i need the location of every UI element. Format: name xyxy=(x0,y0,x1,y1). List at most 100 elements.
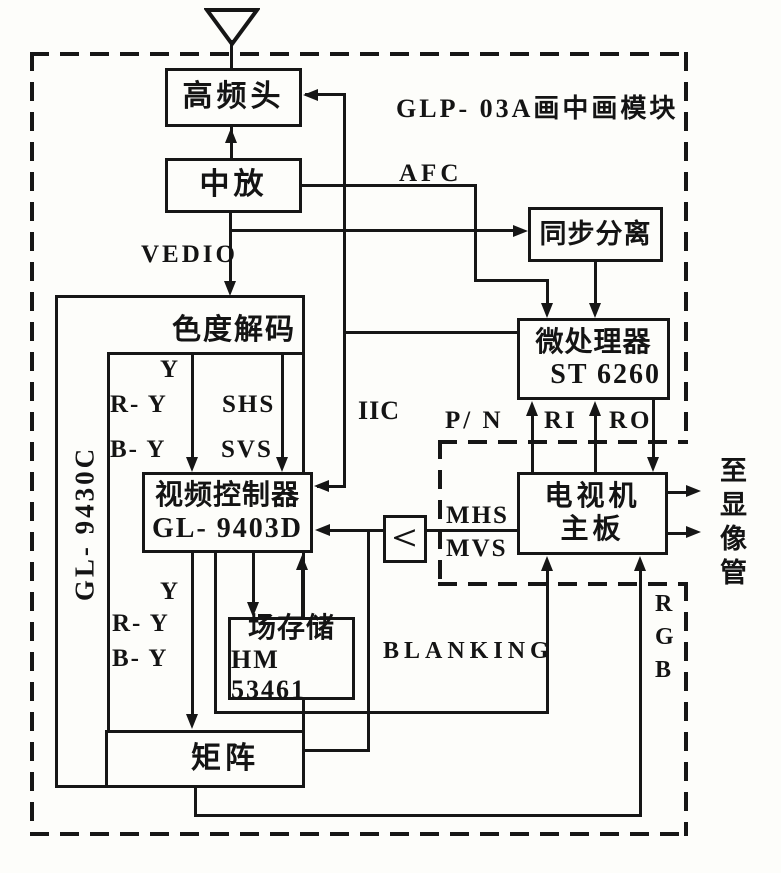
by-bottom-label: B- Y xyxy=(112,645,169,672)
arrow-rgb-into-main xyxy=(634,556,646,571)
video-controller-label: 视频控制器 xyxy=(154,480,300,512)
module-border-bottom xyxy=(30,832,688,836)
g-label: G xyxy=(655,624,674,650)
comparator-symbol: < xyxy=(392,519,418,558)
arrow-iic-into-vctrl xyxy=(314,480,329,492)
wire-branch-368 xyxy=(367,530,370,752)
r-label: R xyxy=(655,591,673,617)
tv-mainboard-label-line1: 电视机 xyxy=(544,481,641,513)
y-top-label: Y xyxy=(160,356,179,383)
wire-blanking-up xyxy=(546,568,549,714)
arrow-yuv-into-matrix xyxy=(186,714,198,729)
wire-yuv-top xyxy=(191,352,194,460)
wire-fb-to-tuner xyxy=(305,93,346,96)
tv-mainboard-label-line2: 主板 xyxy=(560,513,625,545)
arrow-yuv-into-vctrl xyxy=(186,457,198,472)
to-crt-label: 至显像管 xyxy=(716,456,746,592)
arrow-blanking-into-main xyxy=(541,556,553,571)
field-memory-part-number: HM 53461 xyxy=(231,644,306,704)
tv-mainboard-block: 电视机 主板 xyxy=(517,472,668,555)
y-bottom-label: Y xyxy=(160,578,179,605)
video-controller-block: 视频控制器 GL- 9403D xyxy=(142,472,313,553)
wire-matrix-down xyxy=(194,785,197,816)
arrow-crt-out2 xyxy=(686,526,701,538)
sync-separator-block: 同步分离 xyxy=(528,207,663,262)
wire-afc-down xyxy=(474,185,477,282)
wire-iic-to-micro xyxy=(344,331,517,334)
wire-crt-out1 xyxy=(668,491,688,494)
wire-antenna-stem xyxy=(230,40,233,70)
matrix-label: 矩阵 xyxy=(191,741,259,775)
tuner-block: 高频头 xyxy=(165,68,302,127)
wire-crt-out2 xyxy=(668,532,688,535)
arrow-vedio-into-chroma xyxy=(224,281,236,296)
shs-label: SHS xyxy=(222,391,276,418)
by-top-label: B- Y xyxy=(110,436,167,463)
comparator-block: < xyxy=(383,515,427,563)
field-memory-label: 场存储 xyxy=(247,612,335,644)
wire-fieldmem-to-vctrl xyxy=(301,566,304,617)
wire-main-to-cmp xyxy=(427,529,519,532)
if-amp-label: 中放 xyxy=(199,168,268,202)
mvs-label: MVS xyxy=(446,535,508,562)
field-memory-block: 场存储 HM 53461 xyxy=(228,613,355,704)
wire-afc xyxy=(300,184,477,187)
b-label: B xyxy=(655,657,672,683)
arrow-into-fieldmem xyxy=(247,602,259,617)
vedio-label: VEDIO xyxy=(141,241,238,268)
wire-shs-svs xyxy=(281,352,284,460)
matrix-block: 矩阵 xyxy=(105,730,305,788)
wire-matrix-link xyxy=(303,749,370,752)
arrow-svs-into-vctrl xyxy=(276,457,288,472)
wire-ri-up xyxy=(594,413,597,472)
arrow-into-tuner-right xyxy=(303,89,318,101)
diagram-title: GLP- 03A画中画模块 xyxy=(396,94,679,123)
module-notch-top xyxy=(438,440,688,444)
wire-vctrl-to-fieldmem xyxy=(252,553,255,605)
microprocessor-part-number: ST 6260 xyxy=(550,359,661,390)
arrow-fieldmem-into-vctrl xyxy=(296,555,308,570)
arrow-sync-into-micro xyxy=(589,303,601,318)
iic-label: IIC xyxy=(358,396,401,425)
wire-sync-to-micro xyxy=(594,262,597,306)
arrow-into-tuner-bottom xyxy=(225,128,237,143)
arrow-afc-into-micro xyxy=(541,303,553,318)
antenna-icon xyxy=(204,8,260,47)
arrow-ri-into-micro xyxy=(589,401,601,416)
mhs-label: MHS xyxy=(446,502,509,529)
microprocessor-label: 微处理器 xyxy=(535,326,652,358)
ry-bottom-label: R- Y xyxy=(112,610,170,637)
ro-label: RO xyxy=(609,407,653,434)
ri-label: RI xyxy=(544,407,578,434)
wire-vedio xyxy=(229,213,232,285)
module-border-right-lower xyxy=(684,582,688,836)
sync-separator-label: 同步分离 xyxy=(539,218,652,249)
wire-by2-down xyxy=(214,553,217,714)
wire-pn-up xyxy=(531,413,534,472)
arrow-pn-into-micro xyxy=(526,401,538,416)
wire-to-sync xyxy=(230,229,516,232)
video-controller-part-number: GL- 9403D xyxy=(152,512,303,544)
wire-rgb-h xyxy=(194,814,642,817)
gl9430c-chip-label: GL- 9430C xyxy=(69,445,100,602)
module-border-left xyxy=(30,52,34,836)
module-border-top xyxy=(30,52,688,56)
wire-fb-to-vctrl xyxy=(317,485,346,488)
arrow-crt-out1 xyxy=(686,485,701,497)
wire-ro-down xyxy=(652,400,655,460)
arrow-cmp-into-vctrl xyxy=(315,524,330,536)
module-border-right-upper xyxy=(684,52,688,442)
svs-label: SVS xyxy=(221,436,273,463)
wire-ifamp-to-tuner xyxy=(230,127,233,160)
module-notch-left xyxy=(438,440,442,586)
wire-blanking-h xyxy=(214,711,549,714)
chroma-decoder-label: 色度解码 xyxy=(172,314,297,346)
afc-label: AFC xyxy=(399,160,463,187)
wire-rgb-up xyxy=(639,568,642,817)
wire-iic-bus-vertical xyxy=(343,93,346,488)
blanking-label: BLANKING xyxy=(383,638,554,664)
ry-top-label: R- Y xyxy=(110,391,168,418)
wire-afc-elbow xyxy=(474,279,549,282)
module-notch-bottom xyxy=(438,582,688,586)
